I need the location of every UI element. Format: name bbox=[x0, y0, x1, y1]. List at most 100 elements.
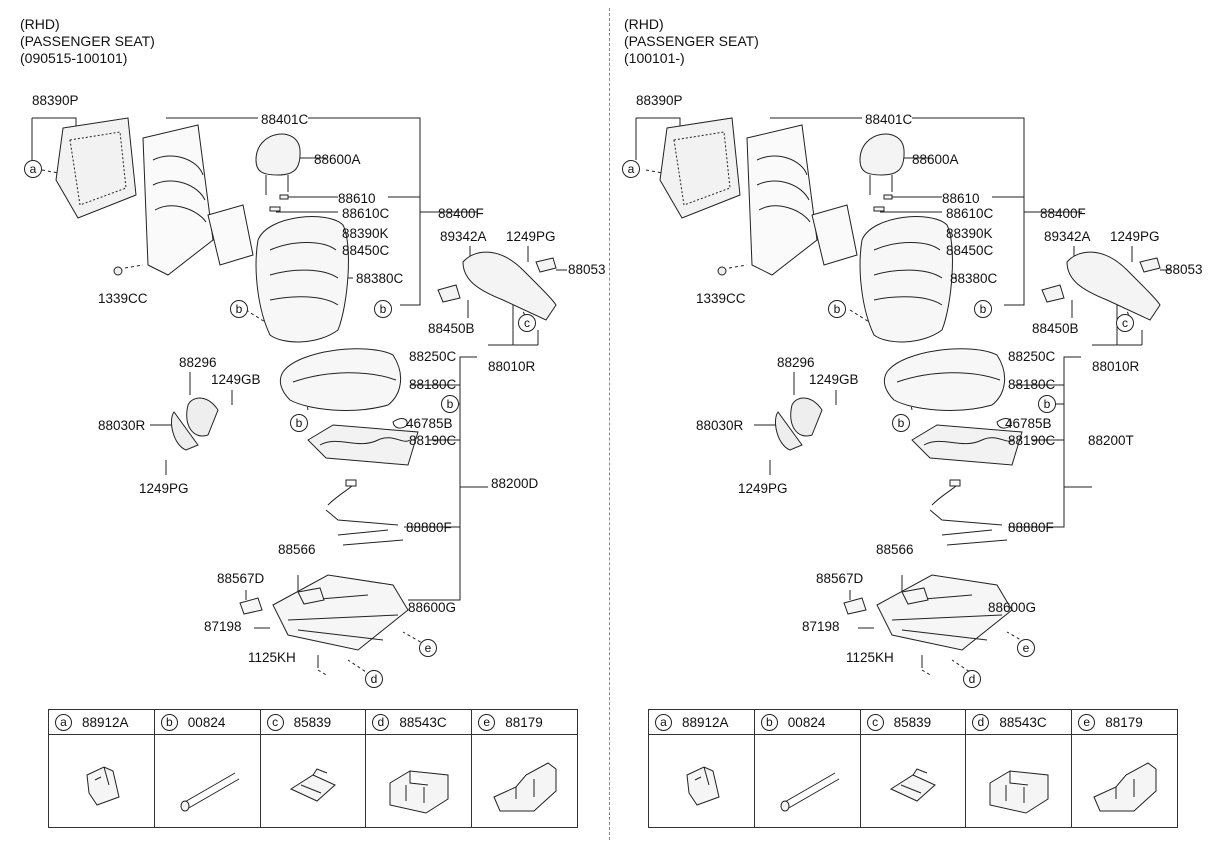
part-label-88180C: 88180C bbox=[1008, 377, 1056, 392]
legend-letter: a bbox=[655, 713, 672, 731]
callout-a: a bbox=[622, 160, 640, 178]
callout-c: c bbox=[518, 314, 536, 332]
part-label-88450B: 88450B bbox=[428, 321, 475, 336]
legend-part-number: 88543C bbox=[999, 714, 1047, 730]
part-label-88380C: 88380C bbox=[950, 271, 998, 286]
legend-cell: d 88543C bbox=[966, 710, 1073, 827]
part-label-88296: 88296 bbox=[179, 355, 217, 370]
legend-letter: d bbox=[372, 713, 390, 731]
clip-block-icon bbox=[889, 768, 936, 802]
part-label-88010R: 88010R bbox=[488, 359, 536, 374]
part-label-88450C: 88450C bbox=[946, 243, 994, 258]
part-label-88390K: 88390K bbox=[946, 226, 993, 241]
part-label-88610: 88610 bbox=[942, 191, 980, 206]
legend-letter: b bbox=[760, 713, 778, 731]
legend-part-number: 88912A bbox=[682, 714, 729, 730]
part-label-88566: 88566 bbox=[876, 542, 914, 557]
legend-cell: a 88912A bbox=[49, 710, 155, 827]
part-label-88390K: 88390K bbox=[342, 226, 389, 241]
header-line-3: (090515-100101) bbox=[20, 50, 128, 66]
callout-d: d bbox=[963, 670, 981, 688]
part-label-88380C: 88380C bbox=[356, 271, 404, 286]
legend-part-number: 00824 bbox=[187, 714, 226, 730]
bracket-clip-icon bbox=[493, 762, 557, 812]
seat-exploded-drawing bbox=[635, 117, 1171, 679]
panel-divider bbox=[609, 8, 610, 840]
part-label-88566: 88566 bbox=[278, 542, 316, 557]
part-label-88600A: 88600A bbox=[314, 152, 361, 167]
clip-icon bbox=[686, 766, 720, 806]
part-label-88200D: 88200D bbox=[491, 476, 539, 491]
part-label-1249PG: 1249PG bbox=[506, 229, 556, 244]
legend-part-number: 88179 bbox=[505, 714, 543, 730]
part-label-88610C: 88610C bbox=[342, 206, 390, 221]
tube-icon bbox=[780, 772, 840, 812]
legend-letter: d bbox=[972, 713, 990, 731]
legend-letter: e bbox=[1078, 713, 1096, 731]
double-clip-icon bbox=[389, 770, 449, 814]
part-label-88250C: 88250C bbox=[1008, 349, 1056, 364]
callout-c: c bbox=[1116, 314, 1134, 332]
double-clip-icon bbox=[989, 770, 1049, 814]
callout-a: a bbox=[24, 160, 42, 178]
header-line-1: (RHD) bbox=[624, 16, 664, 32]
part-label-88401C: 88401C bbox=[865, 112, 913, 127]
legend-part-number: 88912A bbox=[82, 714, 129, 730]
part-label-88010R: 88010R bbox=[1092, 359, 1140, 374]
part-label-88390P: 88390P bbox=[636, 93, 683, 108]
callout-b: b bbox=[892, 414, 910, 432]
part-label-88400F: 88400F bbox=[1040, 206, 1086, 221]
part-label-88200T: 88200T bbox=[1088, 433, 1134, 448]
legend-cell: a 88912A bbox=[649, 710, 755, 827]
part-label-89342A: 89342A bbox=[1044, 229, 1091, 244]
callout-e: e bbox=[419, 639, 437, 657]
part-label-46785B: 46785B bbox=[1005, 416, 1052, 431]
legend-letter: b bbox=[160, 713, 178, 731]
callout-b: b bbox=[230, 300, 248, 318]
legend-part-number: 85839 bbox=[893, 714, 932, 730]
part-label-88880F: 88880F bbox=[1008, 520, 1054, 535]
legend-cell: e 88179 bbox=[472, 710, 577, 827]
legend-letter: a bbox=[55, 713, 72, 731]
part-label-88250C: 88250C bbox=[409, 349, 457, 364]
legend-cell: b 00824 bbox=[154, 710, 261, 827]
part-label-88296: 88296 bbox=[777, 355, 815, 370]
callout-b: b bbox=[290, 414, 308, 432]
part-label-88567D: 88567D bbox=[816, 571, 864, 586]
part-label-1339CC: 1339CC bbox=[98, 291, 148, 306]
callout-b: b bbox=[441, 395, 459, 413]
legend-part-number: 88179 bbox=[1105, 714, 1143, 730]
part-label-87198: 87198 bbox=[802, 619, 840, 634]
legend-part-number: 85839 bbox=[293, 714, 332, 730]
part-label-88600G: 88600G bbox=[988, 600, 1037, 615]
part-label-88030R: 88030R bbox=[696, 418, 744, 433]
part-label-1125KH: 1125KH bbox=[846, 650, 894, 665]
part-label-88610C: 88610C bbox=[946, 206, 994, 221]
tube-icon bbox=[180, 772, 240, 812]
diagram-panel-left: (RHD) (PASSENGER SEAT) (090515-100101) bbox=[8, 0, 608, 848]
part-label-88030R: 88030R bbox=[98, 418, 146, 433]
callout-b: b bbox=[974, 300, 992, 318]
header-line-1: (RHD) bbox=[20, 16, 60, 32]
part-label-1339CC: 1339CC bbox=[696, 291, 746, 306]
legend-letter: c bbox=[266, 713, 284, 731]
part-label-88567D: 88567D bbox=[217, 571, 265, 586]
seat-exploded-drawing bbox=[31, 117, 567, 679]
callout-b: b bbox=[374, 300, 392, 318]
part-label-46785B: 46785B bbox=[406, 416, 453, 431]
callout-b: b bbox=[828, 300, 846, 318]
part-label-88401C: 88401C bbox=[261, 112, 309, 127]
part-label-1249GB: 1249GB bbox=[211, 372, 261, 387]
part-label-88600A: 88600A bbox=[912, 152, 959, 167]
part-label-88390P: 88390P bbox=[32, 93, 79, 108]
legend-letter: e bbox=[478, 713, 496, 731]
part-label-88880F: 88880F bbox=[406, 520, 452, 535]
part-label-88053: 88053 bbox=[1165, 262, 1203, 277]
part-label-1249PG-lower: 1249PG bbox=[738, 481, 788, 496]
callout-b: b bbox=[1038, 395, 1056, 413]
bracket-clip-icon bbox=[1093, 762, 1157, 812]
